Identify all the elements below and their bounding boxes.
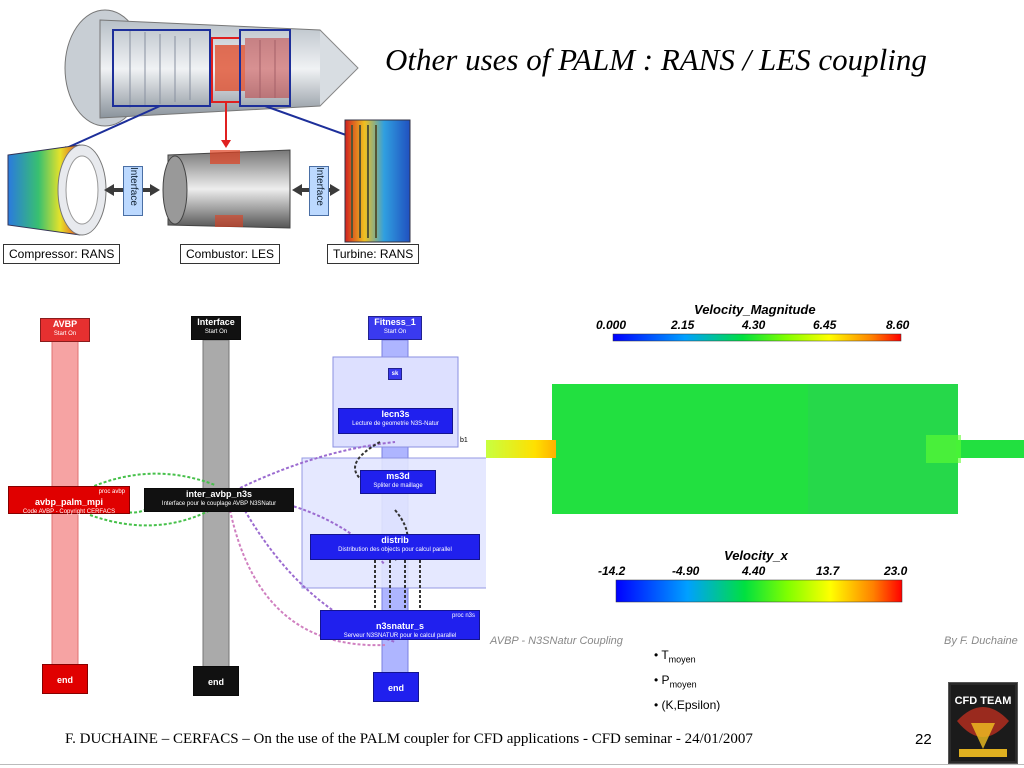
cfd-team-logo: CFD TEAM: [948, 682, 1018, 764]
unit-sk[interactable]: sk: [388, 368, 402, 380]
page-number: 22: [915, 731, 932, 748]
velocity-magnitude-tick: 4.30: [742, 318, 766, 332]
cfd-visualization: Velocity_Magnitude 0.000 2.15 4.30 6.45 …: [486, 300, 1024, 652]
bullet-p-moyen: • Pmoyen: [654, 673, 697, 690]
engine-diagram: Interface Interface Compressor: RANS Com…: [0, 0, 430, 270]
turbine-label: Turbine: RANS: [327, 244, 420, 264]
bullet-k-epsilon: • (K,Epsilon): [654, 698, 721, 712]
interface-compressor-combustor: Interface: [123, 166, 143, 216]
velocity-magnitude-tick: 8.60: [886, 318, 910, 332]
footer-divider: [0, 764, 1024, 765]
velocity-x-tick: 13.7: [816, 564, 840, 578]
velocity-magnitude-tick: 0.000: [596, 318, 627, 332]
velocity-x-tick: -14.2: [598, 564, 626, 578]
velocity-x-tick: 4.40: [742, 564, 766, 578]
velocity-field: [486, 333, 1024, 638]
combustor-label: Combustor: LES: [180, 244, 281, 264]
slide-title: Other uses of PALM : RANS / LES coupling: [385, 42, 927, 77]
caption-author: By F. Duchaine: [944, 635, 1018, 647]
slide-footer: F. DUCHAINE – CERFACS – On the use of th…: [65, 731, 753, 747]
velocity-x-tick: -4.90: [672, 564, 700, 578]
end-fitness[interactable]: end: [373, 672, 419, 702]
bullet-t-moyen: • Tmoyen: [654, 648, 696, 665]
velocity-magnitude-title: Velocity_Magnitude: [694, 302, 816, 317]
caption-coupling: AVBP - N3SNatur Coupling: [490, 635, 623, 647]
logo-text: CFD TEAM: [954, 695, 1012, 707]
engine-illustration: [7, 9, 411, 243]
block-b1-label: b1: [460, 437, 468, 444]
compressor-label: Compressor: RANS: [3, 244, 121, 264]
end-interface[interactable]: end: [193, 666, 239, 696]
end-avbp[interactable]: end: [42, 664, 88, 694]
velocity-x-title: Velocity_x: [724, 548, 788, 563]
interface-combustor-turbine: Interface: [309, 166, 329, 216]
velocity-x-tick: 23.0: [884, 564, 908, 578]
velocity-magnitude-tick: 2.15: [671, 318, 695, 332]
velocity-magnitude-tick: 6.45: [813, 318, 837, 332]
logo-graphic: [951, 685, 1015, 761]
